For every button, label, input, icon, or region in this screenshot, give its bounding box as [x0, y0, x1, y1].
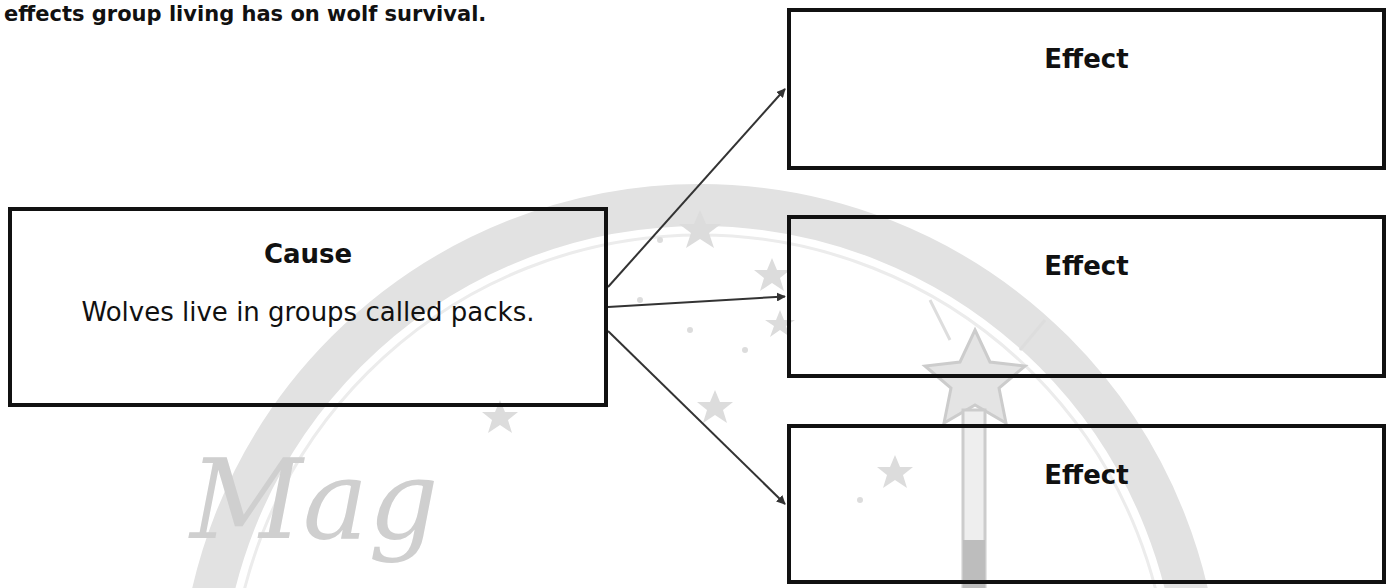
arrow-connector	[608, 331, 785, 504]
effect-box: Effect	[787, 215, 1386, 378]
box-heading: Effect	[791, 42, 1382, 76]
arrow-connector	[608, 89, 785, 287]
watermark-text: Mag	[190, 445, 439, 555]
effect-box: Effect	[787, 8, 1386, 170]
instruction-text: effects group living has on wolf surviva…	[4, 2, 486, 26]
watermark-stars	[482, 210, 913, 503]
box-heading: Cause	[12, 237, 604, 271]
box-heading: Effect	[791, 458, 1382, 492]
arrow-connector	[608, 297, 785, 308]
watermark-wand	[925, 300, 1045, 588]
effect-box: Effect	[787, 424, 1386, 584]
box-heading: Effect	[791, 249, 1382, 283]
cause-box: CauseWolves live in groups called packs.	[8, 207, 608, 407]
box-body: Wolves live in groups called packs.	[68, 285, 548, 340]
